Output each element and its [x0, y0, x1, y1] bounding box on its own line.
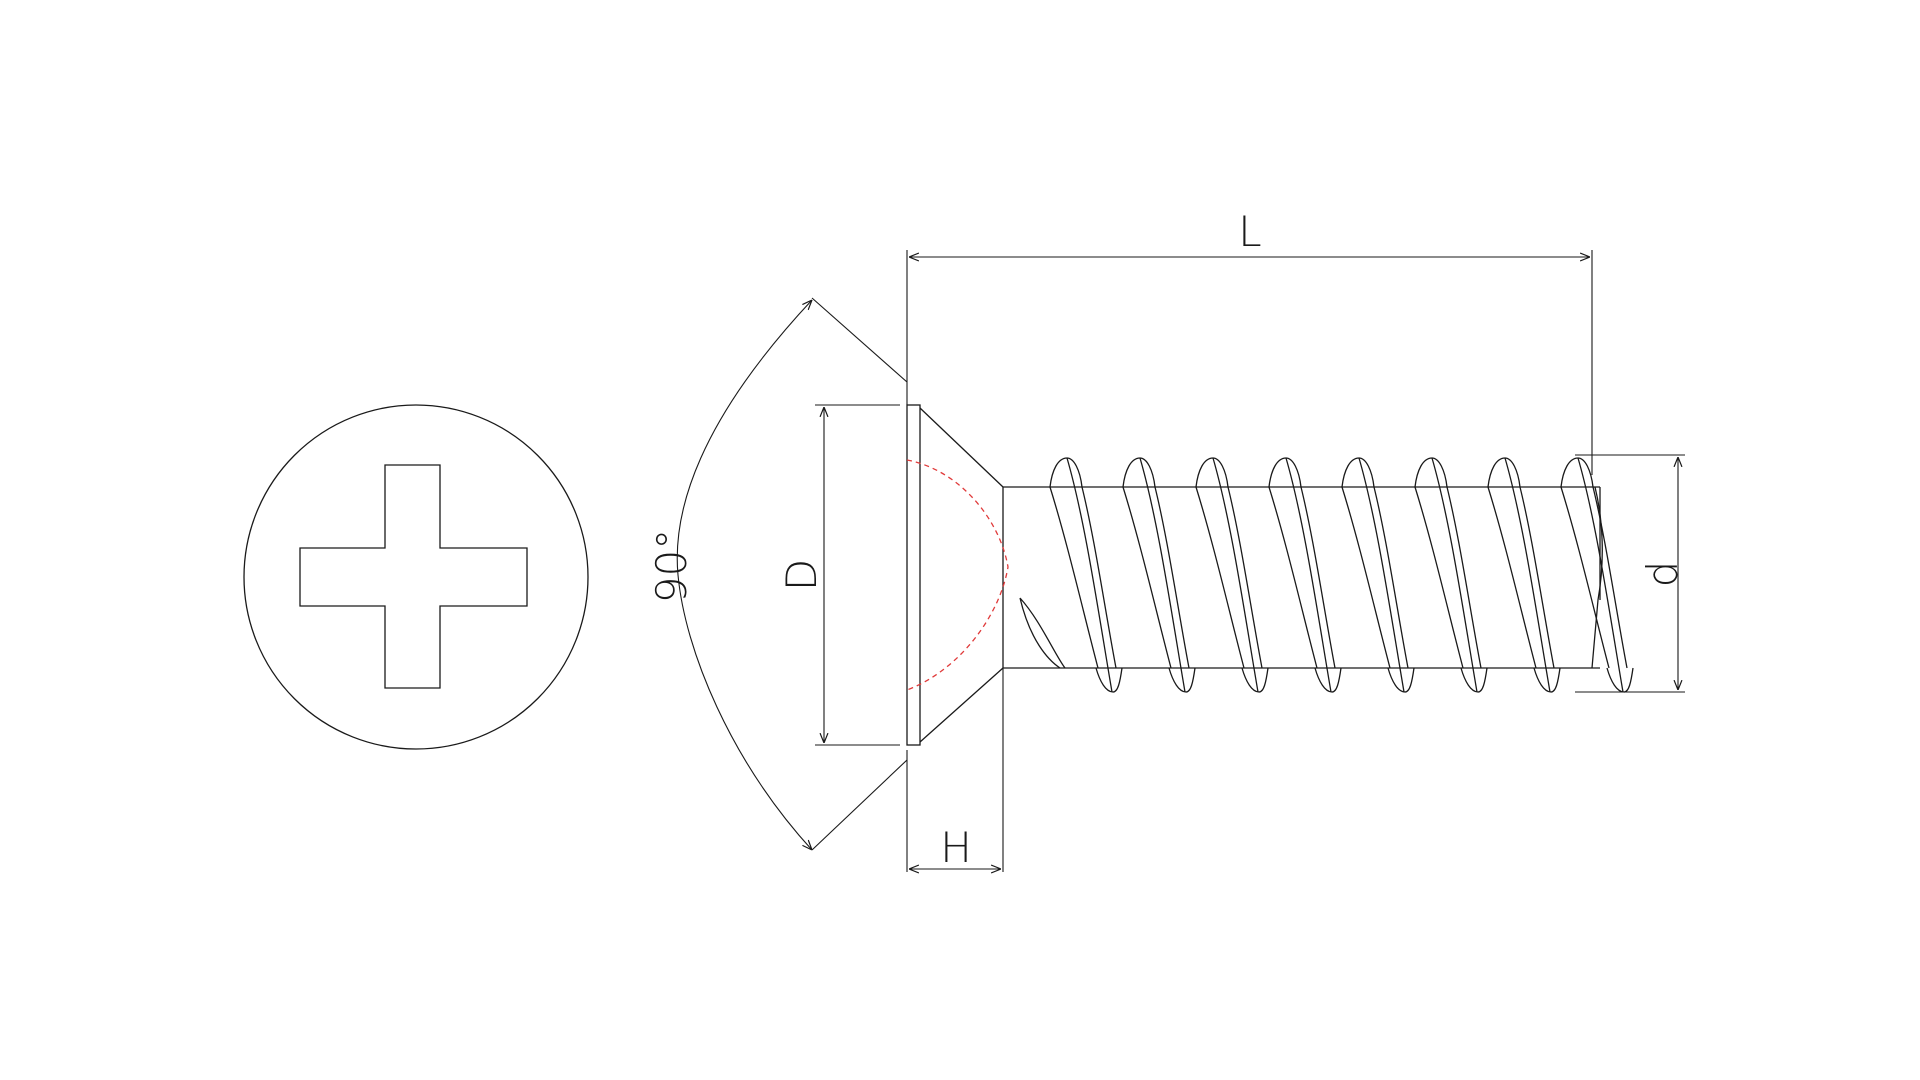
- thread-flank: [1227, 486, 1263, 669]
- thread-flank: [1212, 457, 1259, 693]
- dimension-countersink-angle: 90°: [647, 297, 908, 851]
- angle-extension-lower: [811, 759, 908, 851]
- thread-crest: [1268, 457, 1302, 488]
- thread-flank: [1431, 457, 1478, 693]
- thread-flank: [1560, 486, 1610, 669]
- thread-flank: [1504, 457, 1551, 693]
- thread-crest: [1314, 667, 1342, 693]
- countersink-lower-edge: [919, 667, 1004, 743]
- thread-flank: [1487, 486, 1537, 669]
- dimension-length: L: [906, 207, 1593, 475]
- thread-crest: [1460, 667, 1488, 693]
- thread-flank: [1081, 486, 1117, 669]
- phillips-cross-icon: [299, 464, 528, 689]
- head-outline-circle: [243, 404, 589, 750]
- angle-extension-upper: [811, 297, 908, 383]
- thread-lead-in: [1019, 597, 1066, 669]
- thread-flank: [1414, 486, 1464, 669]
- thread-crest: [1122, 457, 1156, 488]
- length-label: L: [1238, 207, 1261, 256]
- thread-flank: [1049, 486, 1099, 669]
- side-view: [906, 404, 1634, 746]
- dimension-head-height: H: [906, 668, 1004, 872]
- thread-crest: [1049, 457, 1083, 488]
- top-view: [243, 404, 589, 750]
- thread-crest: [1195, 457, 1229, 488]
- thread-flank: [1268, 486, 1318, 669]
- thread-flank: [1373, 486, 1409, 669]
- thread-crest: [1168, 667, 1196, 693]
- thread-crest: [1487, 457, 1521, 488]
- thread-crest: [1341, 457, 1375, 488]
- head-top-face: [906, 404, 921, 746]
- thread-flank: [1358, 457, 1405, 693]
- dimension-head-diameter: D: [777, 404, 900, 746]
- thread-crest: [1533, 667, 1561, 693]
- recess-hidden-line: [906, 459, 1009, 691]
- thread-flank: [1285, 457, 1332, 693]
- thread-helix: [1049, 457, 1634, 693]
- thread-flank: [1519, 486, 1555, 669]
- thread-crest: [1414, 457, 1448, 488]
- angle-label: 90°: [647, 529, 696, 603]
- countersink-upper-edge: [919, 407, 1004, 488]
- thread-crest: [1095, 667, 1123, 693]
- thread-flank: [1122, 486, 1172, 669]
- thread-flank: [1139, 457, 1186, 693]
- thread-flank: [1154, 486, 1190, 669]
- dimension-thread-diameter: d: [1575, 454, 1687, 693]
- thread-flank: [1341, 486, 1391, 669]
- thread-diameter-label: d: [1638, 561, 1687, 588]
- head-diameter-label: D: [777, 559, 826, 591]
- thread-flank: [1066, 457, 1113, 693]
- thread-flank: [1592, 486, 1628, 669]
- head-height-label: H: [940, 823, 972, 872]
- thread-flank: [1300, 486, 1336, 669]
- angle-arc: [676, 300, 812, 850]
- thread-crest: [1560, 457, 1594, 488]
- thread-flank: [1195, 486, 1245, 669]
- screw-tip: [1591, 486, 1603, 669]
- thread-crest: [1387, 667, 1415, 693]
- thread-crest: [1241, 667, 1269, 693]
- thread-flank: [1446, 486, 1482, 669]
